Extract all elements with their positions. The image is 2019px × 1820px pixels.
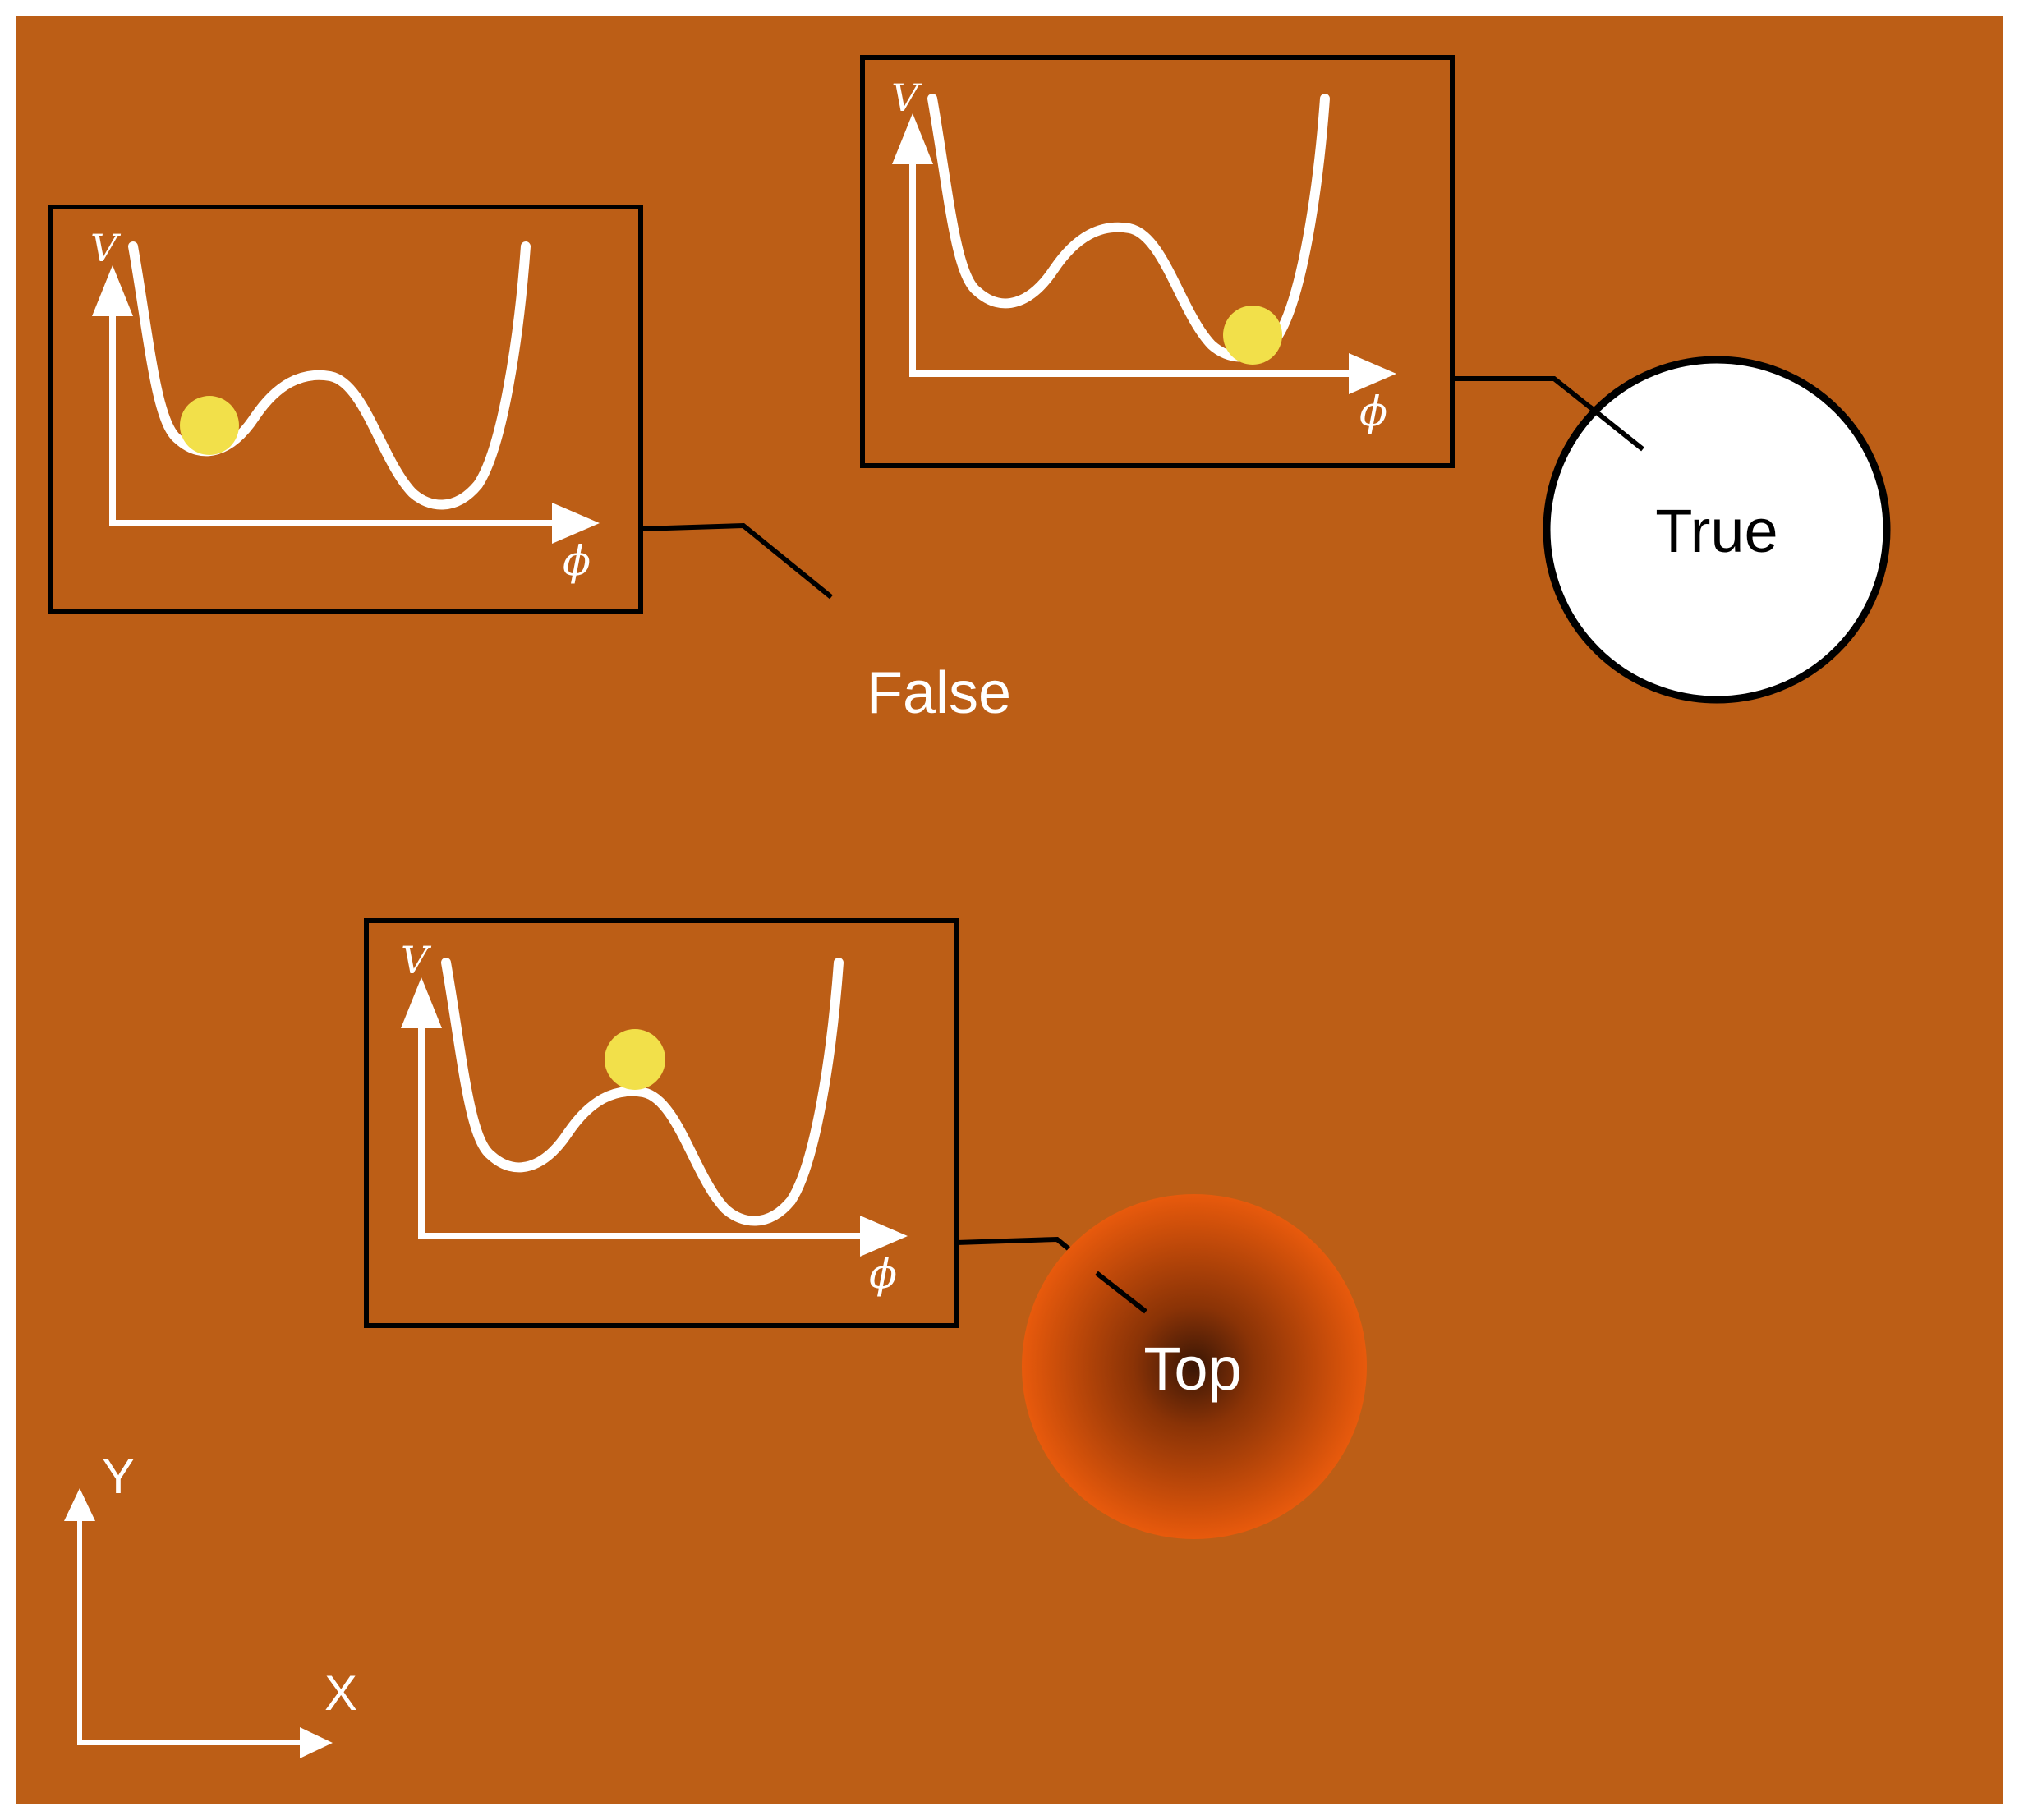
phi-axis-label: ϕ <box>1359 388 1387 435</box>
potential-plot-true: V ϕ <box>891 76 1396 435</box>
x-axis-label: X <box>324 1666 357 1721</box>
v-axis-label: V <box>90 226 122 270</box>
phi-axis-label: ϕ <box>563 537 591 585</box>
phi-axis-arrowhead <box>1349 353 1396 394</box>
phi-axis-arrowhead <box>860 1216 908 1257</box>
region-label-false: False <box>867 660 1011 726</box>
phi-axis-label: ϕ <box>869 1250 897 1298</box>
region-true: V ϕ True <box>860 55 1891 704</box>
v-axis-arrowhead <box>892 113 933 164</box>
v-axis-arrowhead <box>401 977 442 1028</box>
region-label-top: Top <box>1143 1335 1241 1403</box>
phi-axis-arrowhead <box>552 503 600 544</box>
potential-plot-false: V ϕ <box>90 226 600 585</box>
potential-box-true <box>860 55 1455 468</box>
region-label-true: True <box>1655 497 1778 565</box>
true-vacuum-bubble <box>1543 356 1891 704</box>
region-top: V ϕ Top <box>364 918 1367 1539</box>
background-panel <box>16 16 2003 1804</box>
y-axis-arrowhead <box>64 1488 95 1521</box>
leader-line-top-inner <box>1095 1271 1147 1314</box>
v-axis-label: V <box>891 76 922 120</box>
x-axis-arrowhead <box>300 1727 333 1758</box>
coordinate-axes: Y X <box>64 1449 357 1758</box>
ball-true-minimum <box>1223 306 1282 365</box>
ball-barrier-top <box>605 1029 665 1090</box>
v-axis-arrowhead <box>92 265 133 316</box>
potential-box-top <box>364 918 959 1328</box>
leader-line-false <box>640 522 833 600</box>
leader-line-true-inner <box>1588 404 1644 452</box>
ball-false-minimum <box>180 396 239 455</box>
potential-plot-top: V ϕ <box>401 938 908 1298</box>
y-axis-label: Y <box>102 1449 135 1504</box>
v-axis-label: V <box>401 938 432 982</box>
potential-box-false <box>48 205 643 614</box>
region-false: V ϕ False <box>48 205 1011 726</box>
